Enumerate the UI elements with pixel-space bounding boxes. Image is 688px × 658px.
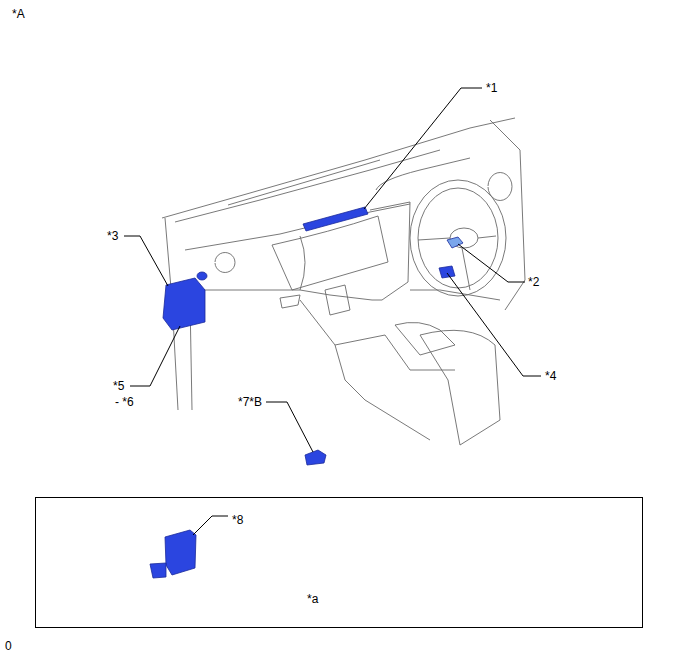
part-3 — [163, 278, 205, 330]
callout-number: *8 — [232, 513, 243, 527]
callout-number: *7*B — [238, 395, 262, 409]
callout-number: - *6 — [115, 395, 134, 409]
part-8 — [165, 530, 196, 575]
parts — [150, 207, 463, 578]
part-1 — [303, 207, 368, 231]
callout-number: *2 — [528, 275, 539, 289]
view-marker: *A — [12, 7, 25, 21]
leader-lines — [124, 88, 541, 535]
part-3-bracket — [197, 272, 207, 280]
inset-frame: *8 *a — [35, 497, 643, 628]
dashboard-outline — [162, 118, 525, 445]
callout-number: *1 — [486, 81, 497, 95]
callout-number: *5 — [113, 379, 124, 393]
callout-number: *3 — [107, 229, 118, 243]
part-7 — [305, 450, 326, 465]
view-marker: *a — [307, 592, 318, 606]
figure-id: 0 — [5, 639, 12, 653]
part-8-bracket — [150, 563, 166, 578]
part-4 — [439, 266, 455, 278]
callout-number: *4 — [545, 369, 556, 383]
